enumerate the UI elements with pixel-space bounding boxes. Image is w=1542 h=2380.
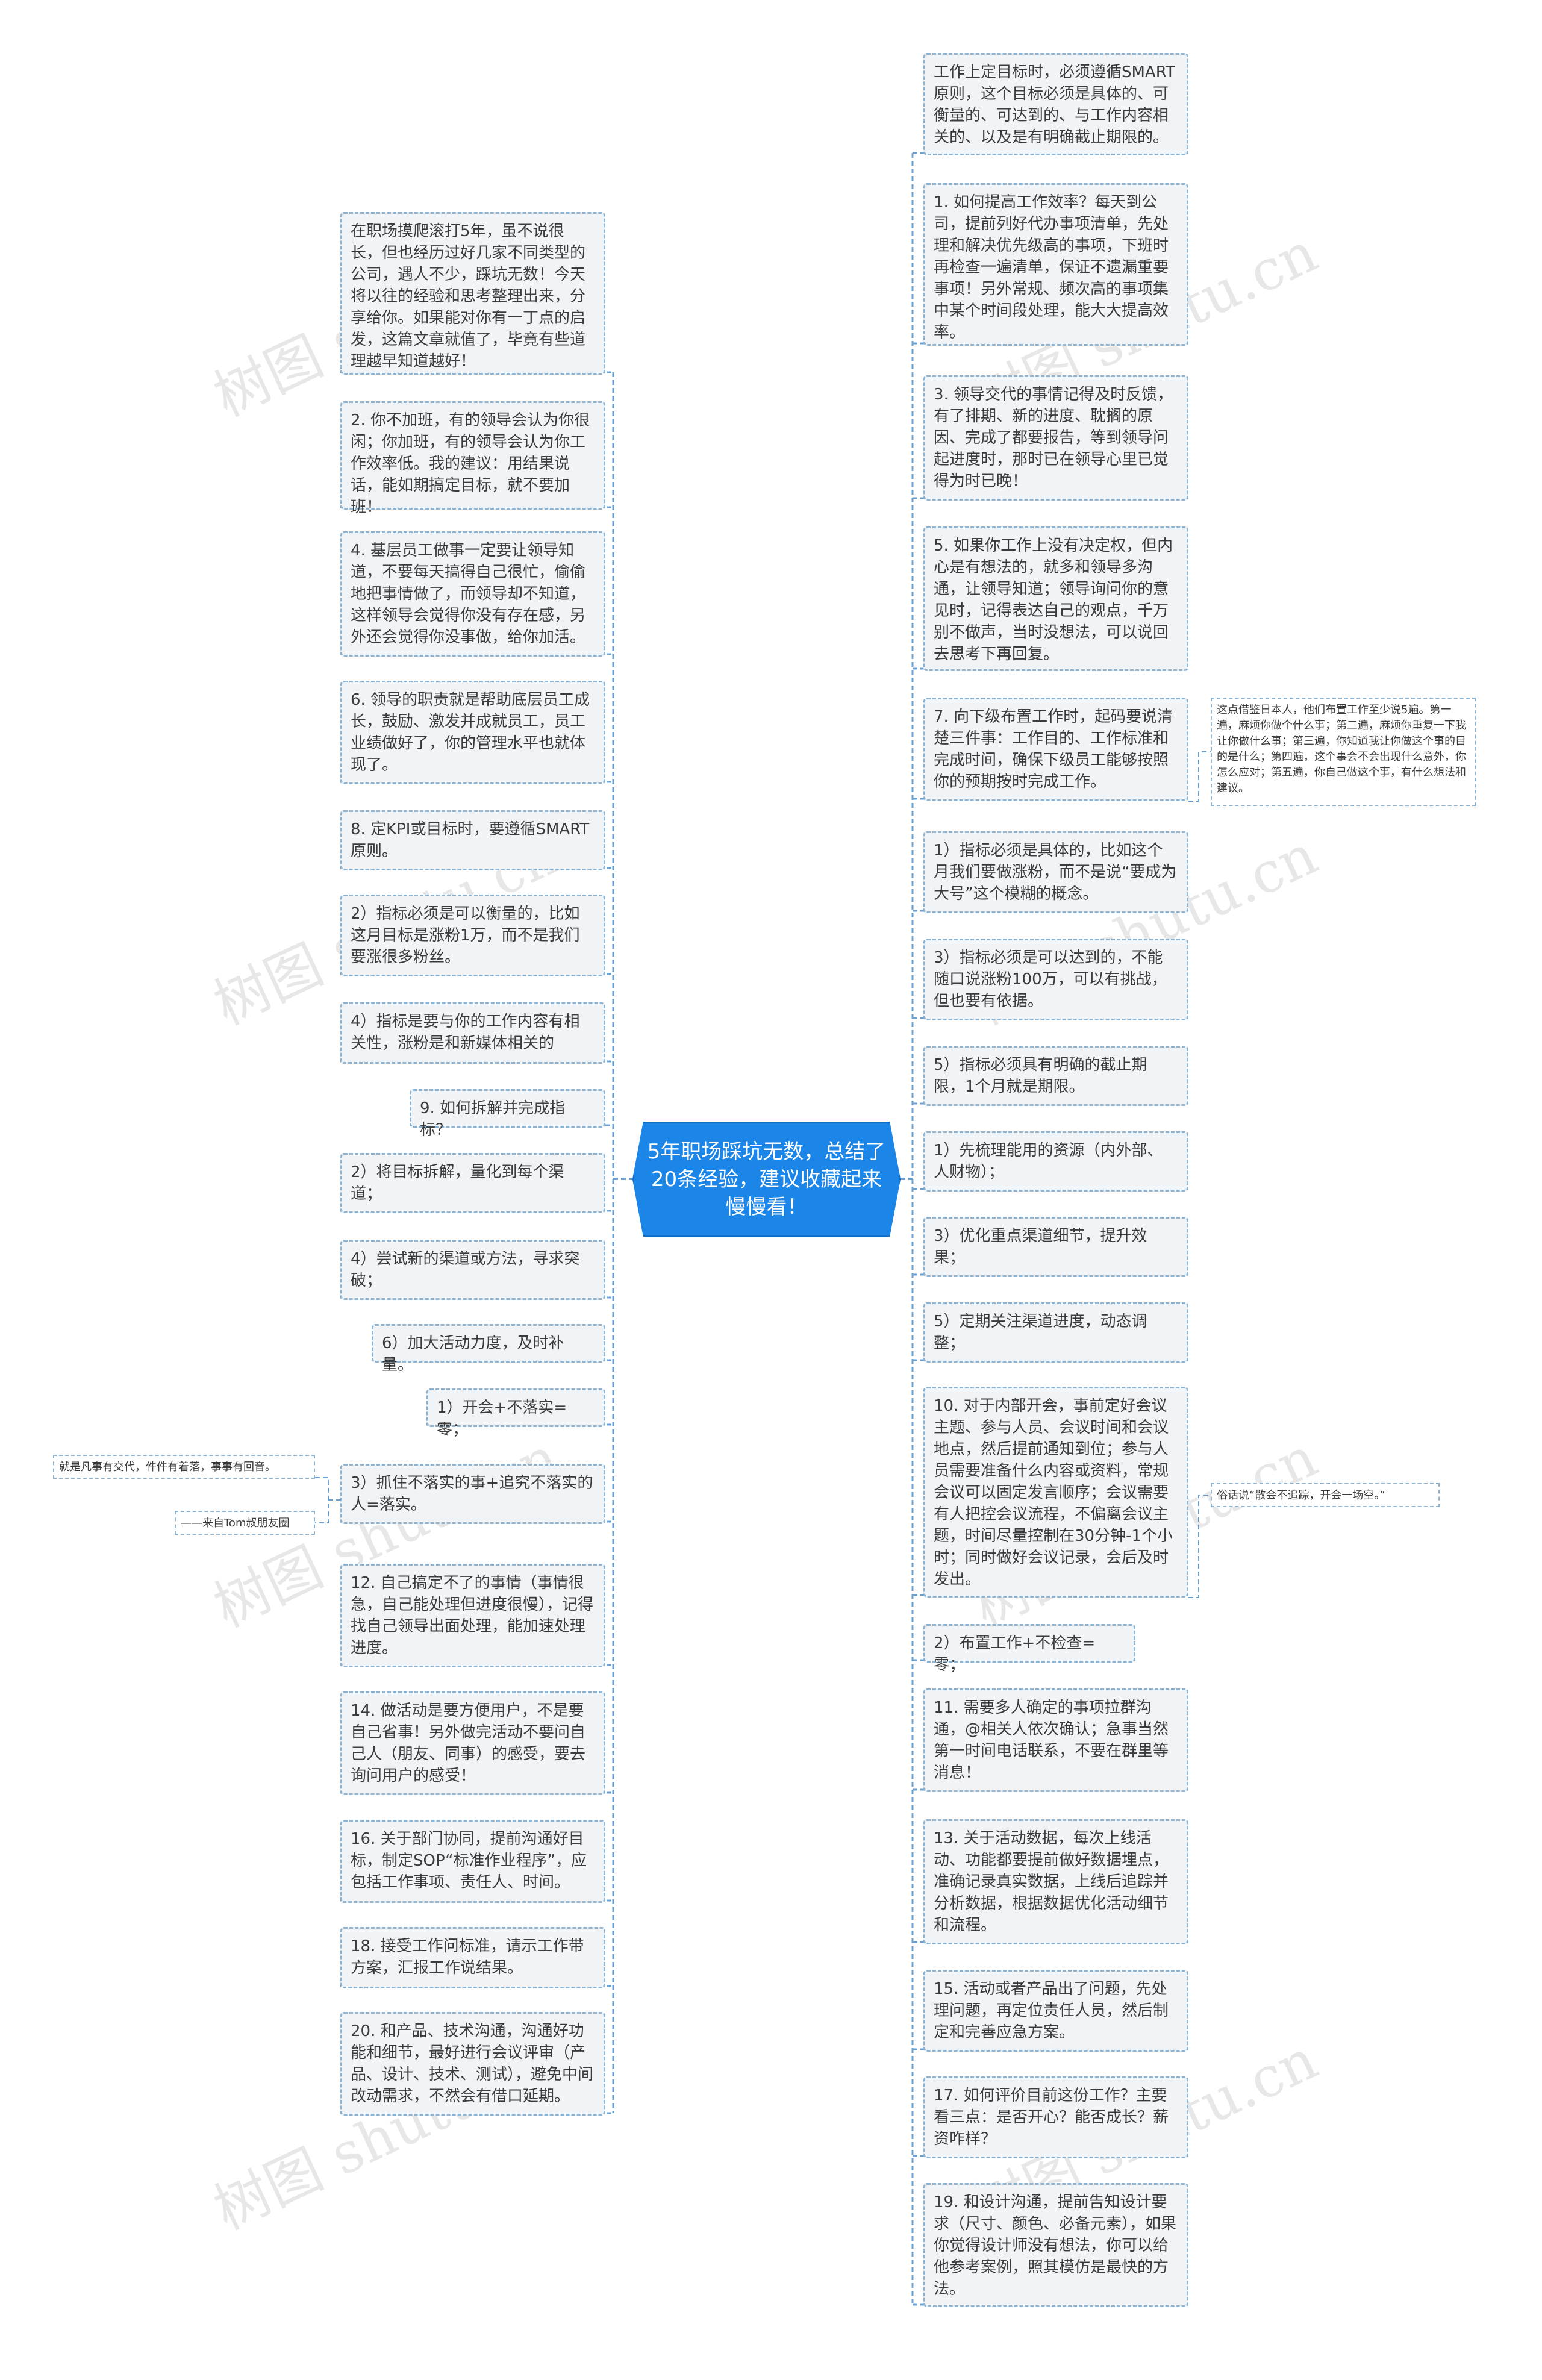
topic-12-escalate[interactable]: 12. 自己搞定不了的事情（事情很急，自己能处理但进度很慢），记得找自己领导出面…	[340, 1564, 605, 1667]
topic-9-breakdown[interactable]: 9. 如何拆解并完成指标？	[410, 1089, 605, 1139]
topic-14-user-first[interactable]: 14. 做活动是要方便用户，不是要自己省事！另外做完活动不要问自己人（朋友、同事…	[340, 1691, 605, 1795]
topic-new-channels[interactable]: 4）尝试新的渠道或方法，寻求突破；	[340, 1240, 605, 1300]
topic-7-delegate[interactable]: 7. 向下级布置工作时，起码要说清楚三件事：工作目的、工作标准和完成时间，确保下…	[923, 698, 1188, 801]
topic-6-leader-duty[interactable]: 6. 领导的职责就是帮助底层员工成长，鼓励、激发并成就员工，员工业绩做好了，你的…	[340, 681, 605, 784]
note-tom-source[interactable]: ——来自Tom叔朋友圈	[175, 1511, 315, 1535]
root-topic[interactable]: 5年职场踩坑无数，总结了20条经验，建议收藏起来慢慢看！	[632, 1122, 901, 1237]
topic-metric-deadline[interactable]: 5）指标必须具有明确的截止期限，1个月就是期限。	[923, 1046, 1188, 1106]
topic-2-overtime[interactable]: 2. 你不加班，有的领导会认为你很闲；你加班，有的领导会认为你工作效率低。我的建…	[340, 401, 605, 516]
topic-18-reporting[interactable]: 18. 接受工作问标准，请示工作带方案，汇报工作说结果。	[340, 1927, 605, 1988]
note-tom-quote[interactable]: 就是凡事有交代，件件有着落，事事有回音。	[53, 1455, 315, 1479]
topic-1-efficiency[interactable]: 1. 如何提高工作效率？每天到公司，提前列好代办事项清单，先处理和解决优先级高的…	[923, 183, 1188, 346]
topic-meeting-zero[interactable]: 1）开会+不落实=零；	[426, 1388, 605, 1438]
topic-intro[interactable]: 在职场摸爬滚打5年，虽不说很长，但也经历过好几家不同类型的公司，遇人不少，踩坑无…	[340, 212, 605, 375]
topic-boost-campaign[interactable]: 6）加大活动力度，及时补量。	[372, 1324, 605, 1374]
topic-metric-measurable[interactable]: 2）指标必须是可以衡量的，比如这月目标是涨粉1万，而不是我们要涨很多粉丝。	[340, 895, 605, 976]
topic-metric-achievable[interactable]: 3）指标必须是可以达到的，不能随口说涨粉100万，可以有挑战，但也要有依据。	[923, 939, 1188, 1020]
topic-4-visibility[interactable]: 4. 基层员工做事一定要让领导知道，不要每天搞得自己很忙，偷偷地把事情做了，而领…	[340, 531, 605, 657]
connector-line	[315, 1477, 329, 1523]
topic-resources[interactable]: 1）先梳理能用的资源（内外部、人财物）；	[923, 1131, 1188, 1192]
topic-metric-relevant[interactable]: 4）指标是要与你的工作内容有相关性，涨粉是和新媒体相关的	[340, 1002, 605, 1064]
note-meeting-saying[interactable]: 俗话说“散会不追踪，开会一场空。”	[1211, 1483, 1440, 1507]
topic-split-channels[interactable]: 2）将目标拆解，量化到每个渠道；	[340, 1153, 605, 1213]
topic-track-progress[interactable]: 5）定期关注渠道进度，动态调整；	[923, 1302, 1188, 1363]
topic-metric-specific[interactable]: 1）指标必须是具体的，比如这个月我们要做涨粉，而不是说“要成为大号”这个模糊的概…	[923, 831, 1188, 913]
note-japan[interactable]: 这点借鉴日本人，他们布置工作至少说5遍。第一遍，麻烦你做个什么事；第二遍，麻烦你…	[1211, 698, 1476, 806]
topic-19-design-comm[interactable]: 19. 和设计沟通，提前告知设计要求（尺寸、颜色、必备元素），如果你觉得设计师没…	[923, 2183, 1188, 2307]
connector-line	[1188, 751, 1211, 802]
topic-15-incident[interactable]: 15. 活动或者产品出了问题，先处理问题，再定位责任人员，然后制定和完善应急方案…	[923, 1970, 1188, 2052]
topic-11-group-chat[interactable]: 11. 需要多人确定的事项拉群沟通，@相关人依次确认；急事当然第一时间电话联系，…	[923, 1688, 1188, 1792]
topic-16-sop[interactable]: 16. 关于部门协同，提前沟通好目标，制定SOP“标准作业程序”，应包括工作事项…	[340, 1820, 605, 1903]
topic-20-product-comm[interactable]: 20. 和产品、技术沟通，沟通好功能和细节，最好进行会议评审（产品、设计、技术、…	[340, 2012, 605, 2116]
connector-line	[1188, 1495, 1211, 1598]
topic-smart-detail[interactable]: 工作上定目标时，必须遵循SMART原则，这个目标必须是具体的、可衡量的、可达到的…	[923, 53, 1188, 155]
topic-optimize-channels[interactable]: 3）优化重点渠道细节，提升效果；	[923, 1217, 1188, 1277]
topic-13-data[interactable]: 13. 关于活动数据，每次上线活动、功能都要提前做好数据埋点，准确记录真实数据，…	[923, 1819, 1188, 1944]
topic-5-speak-up[interactable]: 5. 如果你工作上没有决定权，但内心是有想法的，就多和领导多沟通，让领导知道；领…	[923, 526, 1188, 671]
topic-follow-up[interactable]: 3）抓住不落实的事+追究不落实的人=落实。	[340, 1464, 605, 1524]
topic-17-evaluate-job[interactable]: 17. 如何评价目前这份工作？主要看三点：是否开心？能否成长？薪资咋样？	[923, 2076, 1188, 2158]
topic-10-meetings[interactable]: 10. 对于内部开会，事前定好会议主题、参与人员、会议时间和会议地点，然后提前通…	[923, 1387, 1188, 1598]
topic-8-smart[interactable]: 8. 定KPI或目标时，要遵循SMART原则。	[340, 810, 605, 870]
topic-3-feedback[interactable]: 3. 领导交代的事情记得及时反馈，有了排期、新的进度、耽搁的原因、完成了都要报告…	[923, 375, 1188, 501]
topic-assign-zero[interactable]: 2）布置工作+不检查=零；	[923, 1624, 1135, 1674]
